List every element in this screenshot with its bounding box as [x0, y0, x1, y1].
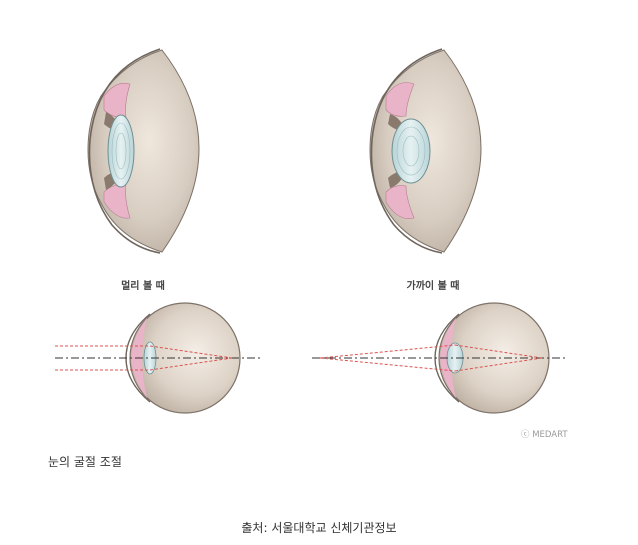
near-lens-ring	[396, 126, 426, 176]
far-lens-ring	[115, 132, 127, 170]
near-ciliary-tissue-bottom	[385, 185, 415, 219]
far-light-rays	[55, 345, 262, 371]
far-cornea	[88, 48, 161, 254]
near-ciliary-tissue-top	[385, 82, 415, 117]
far-vision-detail	[87, 48, 200, 254]
far-ciliary-tissue-bottom	[103, 183, 131, 219]
far-ray-lower-refracted	[149, 357, 233, 371]
near-ray-lower	[319, 357, 456, 372]
far-ray-upper-refracted	[149, 345, 233, 359]
far-vision-label: 멀리 볼 때	[121, 279, 165, 292]
far-ciliary-tissue-top	[103, 82, 131, 119]
near-lens	[391, 118, 431, 184]
far-lens	[107, 114, 135, 188]
far-sclera	[87, 49, 200, 253]
source-credit: 출처: 서울대학교 신체기관정보	[241, 521, 397, 535]
near-ray-upper	[319, 344, 456, 359]
figure-caption: 눈의 굴절 조절	[48, 455, 122, 469]
near-lens-ring	[402, 135, 420, 167]
near-cornea	[370, 48, 443, 254]
near-vision-label: 가까이 볼 때	[407, 279, 460, 292]
far-lens-ring	[111, 122, 131, 180]
near-light-rays	[312, 344, 568, 372]
medart-watermark: ⓒ MEDART	[521, 430, 568, 440]
near-vision-detail	[369, 48, 482, 254]
